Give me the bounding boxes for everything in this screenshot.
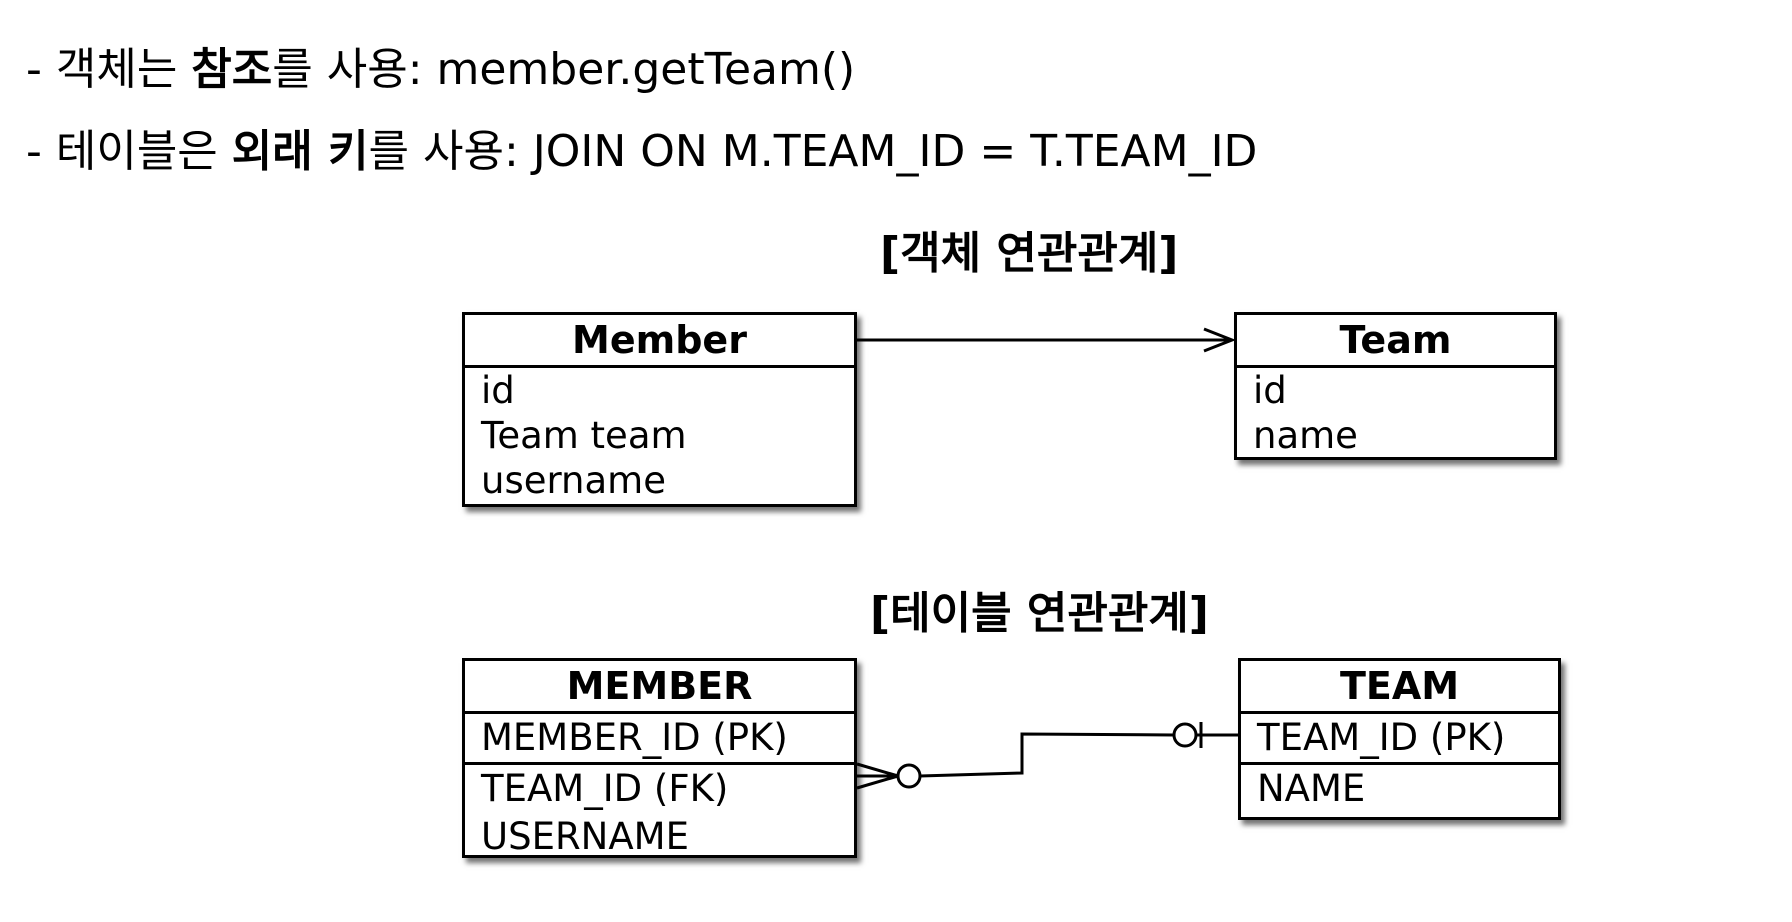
member-class-attributes: id Team team username [465,368,854,503]
team-class-name: Team [1237,315,1554,368]
team-class-box: Team id name [1234,312,1557,460]
member-table-box: MEMBER MEMBER_ID (PK) TEAM_ID (FK) USERN… [462,658,857,858]
crows-foot-upper-prong [856,762,899,778]
member-attr-id: id [481,369,515,412]
member-attr-username: username [481,459,666,502]
team-column-name: NAME [1257,767,1366,810]
pk-divider [1241,762,1558,765]
bullet-suffix: 를 사용: JOIN ON M.TEAM_ID = T.TEAM_ID [368,126,1258,177]
member-attr-team: Team team [481,414,687,457]
team-column-pk: TEAM_ID (PK) [1257,716,1506,759]
member-to-team-arrow [857,327,1237,353]
team-table-box: TEAM TEAM_ID (PK) NAME [1238,658,1561,820]
object-association-title: [객체 연관관계] [880,228,1179,279]
team-table-name: TEAM [1241,661,1558,714]
bullet-suffix: 를 사용: member.getTeam() [272,44,856,95]
member-class-box: Member id Team team username [462,312,857,507]
table-association-title: [테이블 연관관계] [870,588,1209,639]
team-table-columns: TEAM_ID (PK) NAME [1241,714,1558,813]
member-column-team-id: TEAM_ID (FK) [481,767,729,810]
team-class-attributes: id name [1237,368,1554,458]
pk-divider [465,762,854,765]
bullet-object-reference: - 객체는 참조를 사용: member.getTeam() [26,42,855,98]
bullet-table-foreign-key: - 테이블은 외래 키를 사용: JOIN ON M.TEAM_ID = T.T… [26,124,1257,180]
optional-circle-team-side [1172,722,1198,748]
member-column-pk: MEMBER_ID (PK) [481,716,788,759]
relationship-path [919,732,1175,778]
member-table-name: MEMBER [465,661,854,714]
crows-foot-lower-prong [856,774,899,790]
bullet-prefix: - 객체는 [26,44,192,95]
bullet-emphasis: 외래 키 [231,126,369,177]
team-attr-name: name [1253,414,1358,457]
member-team-relationship-line [856,722,1238,790]
member-column-username: USERNAME [481,815,689,858]
member-class-name: Member [465,315,854,368]
bullet-emphasis: 참조 [191,44,273,95]
optional-circle-member-side [896,763,922,789]
member-table-columns: MEMBER_ID (PK) TEAM_ID (FK) USERNAME [465,714,854,861]
bullet-prefix: - 테이블은 [26,126,232,177]
team-attr-id: id [1253,369,1287,412]
